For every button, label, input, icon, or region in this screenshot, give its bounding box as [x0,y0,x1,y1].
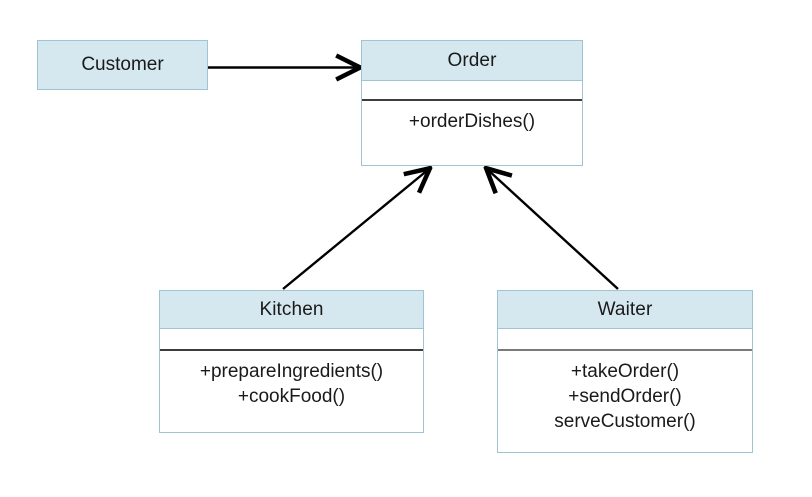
class-box-customer[interactable]: Customer [37,40,208,90]
method-item: serveCustomer() [554,411,696,432]
class-header-waiter: Waiter [498,291,752,329]
connector-kitchen-to-order [282,169,429,290]
class-name-order: Order [447,49,497,71]
class-box-order[interactable]: Order +orderDishes() [361,40,583,166]
method-item: +cookFood() [237,386,346,407]
class-box-kitchen[interactable]: Kitchen +prepareIngredients() +cookFood(… [159,290,424,433]
class-header-order: Order [362,41,582,81]
class-attributes-kitchen [160,329,423,349]
class-methods-kitchen: +prepareIngredients() +cookFood() [160,351,423,432]
class-box-waiter[interactable]: Waiter +takeOrder() +sendOrder() serveCu… [497,290,753,453]
connector-waiter-to-order [487,169,619,290]
class-header-kitchen: Kitchen [160,291,423,329]
compartment-divider-order [362,99,582,101]
class-methods-order: +orderDishes() [362,101,582,165]
method-item: +prepareIngredients() [199,361,384,382]
class-name-kitchen: Kitchen [259,298,324,320]
method-item: +takeOrder() [570,361,680,382]
class-methods-waiter: +takeOrder() +sendOrder() serveCustomer(… [498,351,752,452]
class-attributes-order [362,81,582,99]
compartment-divider-waiter [498,349,752,351]
class-name-customer: Customer [81,54,164,75]
compartment-divider-kitchen [160,349,423,351]
method-item: +orderDishes() [408,111,536,132]
method-item: +sendOrder() [568,386,682,407]
class-attributes-waiter [498,329,752,349]
class-name-waiter: Waiter [597,298,653,320]
